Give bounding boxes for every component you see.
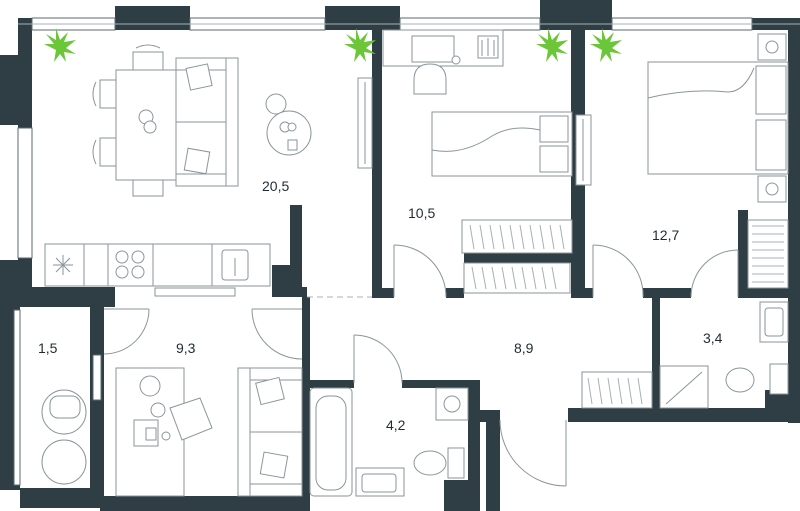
- armchair-icon: [169, 397, 213, 441]
- wardrobe-icon: [747, 219, 789, 289]
- area-label-bedroom-1: 10,5: [408, 205, 435, 221]
- toilet-icon: [769, 363, 789, 395]
- chair-icon: [92, 44, 161, 196]
- area-label-hall: 8,9: [514, 340, 534, 356]
- plant-icon: [536, 28, 568, 62]
- area-label-study: 9,3: [176, 340, 196, 356]
- bedroom1-furniture: [382, 29, 573, 294]
- plant-icon: [44, 28, 76, 62]
- doors: [103, 244, 739, 487]
- wardrobe-icon: [461, 219, 573, 254]
- plant-icon: [590, 28, 622, 62]
- bedroom2-furniture: [575, 33, 789, 289]
- chair-icon: [413, 63, 447, 95]
- area-label-bathroom-1: 4,2: [386, 417, 406, 433]
- plants: [44, 28, 622, 62]
- bathroom2-fixtures: [581, 301, 789, 409]
- balcony-furniture: [41, 389, 87, 485]
- windows: [13, 17, 800, 486]
- area-label-bathroom-2: 3,4: [703, 330, 723, 346]
- bathroom1-fixtures: [309, 387, 469, 497]
- area-label-living-kitchen: 20,5: [262, 178, 289, 194]
- table-icon: [41, 439, 87, 485]
- toilet-icon: [447, 447, 465, 479]
- shower-icon: [659, 365, 709, 409]
- living-furniture: [44, 44, 373, 297]
- area-label-balcony: 1,5: [38, 340, 58, 356]
- study-furniture: [115, 367, 303, 497]
- plant-icon: [344, 28, 376, 62]
- area-label-bedroom-2: 12,7: [652, 227, 679, 243]
- area-labels: 20,5 10,5 12,7 1,5 9,3 8,9 4,2 3,4: [38, 178, 723, 433]
